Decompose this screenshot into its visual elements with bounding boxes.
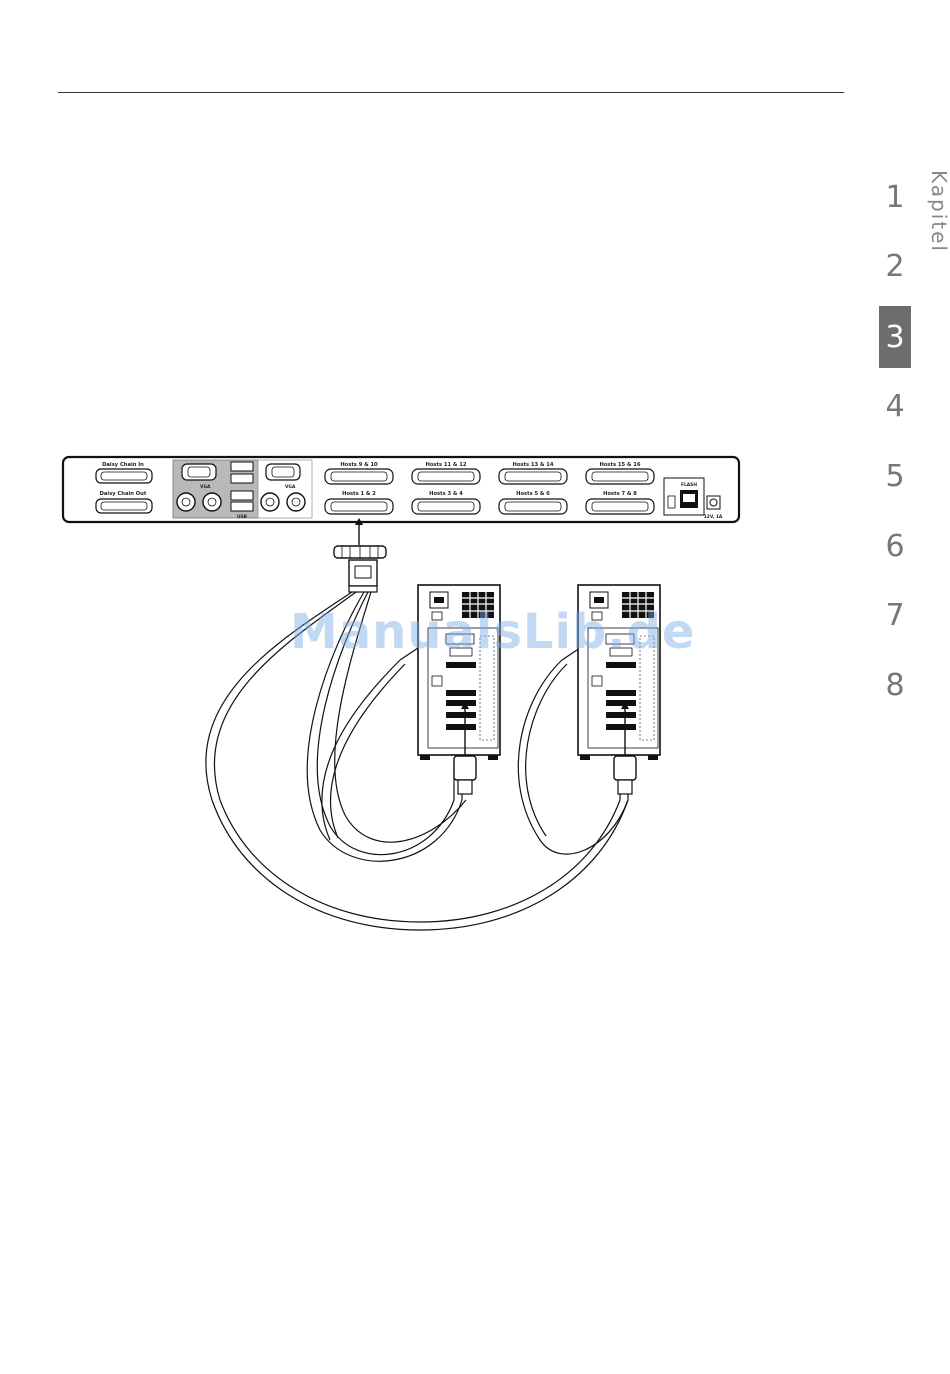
usb-port-2 (231, 474, 253, 483)
host-label-15-16: Hosts 15 & 16 (600, 462, 641, 468)
chapter-item-3[interactable]: 3 (879, 306, 911, 368)
usb-port-4 (231, 502, 253, 511)
host-port-13-14 (499, 469, 567, 484)
flash-switch (668, 496, 675, 508)
chapter-item-1[interactable]: 1 (879, 166, 911, 228)
host-label-13-14: Hosts 13 & 14 (513, 462, 554, 468)
host-label-7-8: Hosts 7 & 8 (603, 491, 637, 497)
daisy-chain-out-label: Daisy Chain Out (100, 491, 147, 497)
host-port-11-12 (412, 469, 480, 484)
vga-port-1 (182, 464, 216, 480)
usb-port-1 (231, 462, 253, 471)
host-port-5-6 (499, 499, 567, 514)
kvm-connection-diagram: Daisy Chain In Daisy Chain Out VGA USB V… (0, 450, 950, 940)
ps2-port-mouse-1 (203, 493, 221, 511)
usb-label: USB (237, 514, 248, 520)
host-port-9-10 (325, 469, 393, 484)
ps2-port-mouse-2 (287, 493, 305, 511)
vga-label-2: VGA (285, 484, 296, 490)
splitter-cable (334, 546, 386, 592)
ps2-port-keyboard-1 (177, 493, 195, 511)
vga-port-2 (266, 464, 300, 480)
vga-label-1: VGA (200, 484, 211, 490)
ps2-port-keyboard-2 (261, 493, 279, 511)
chapter-item-2[interactable]: 2 (879, 235, 911, 297)
host-port-7-8 (586, 499, 654, 514)
usb-port-3 (231, 491, 253, 500)
daisy-chain-out-port (96, 499, 152, 513)
host-computer-2 (578, 585, 660, 794)
header-rule (58, 92, 844, 93)
host-label-3-4: Hosts 3 & 4 (429, 491, 463, 497)
chapter-label: Kapitel (927, 170, 950, 253)
host-port-3-4 (412, 499, 480, 514)
host-label-1-2: Hosts 1 & 2 (342, 491, 376, 497)
host-label-9-10: Hosts 9 & 10 (340, 462, 378, 468)
power-label: 12V, 1A (704, 514, 723, 520)
host-computer-1 (418, 585, 500, 794)
host-label-11-12: Hosts 11 & 12 (426, 462, 467, 468)
kvm-rear-panel: Daisy Chain In Daisy Chain Out VGA USB V… (63, 457, 739, 522)
daisy-chain-in-label: Daisy Chain In (102, 462, 144, 468)
daisy-chain-in-port (96, 469, 152, 483)
host-port-1-2 (325, 499, 393, 514)
chapter-item-4[interactable]: 4 (879, 375, 911, 437)
host-label-5-6: Hosts 5 & 6 (516, 491, 550, 497)
host-port-15-16 (586, 469, 654, 484)
cables (206, 592, 628, 930)
flash-label: FLASH (681, 482, 697, 488)
